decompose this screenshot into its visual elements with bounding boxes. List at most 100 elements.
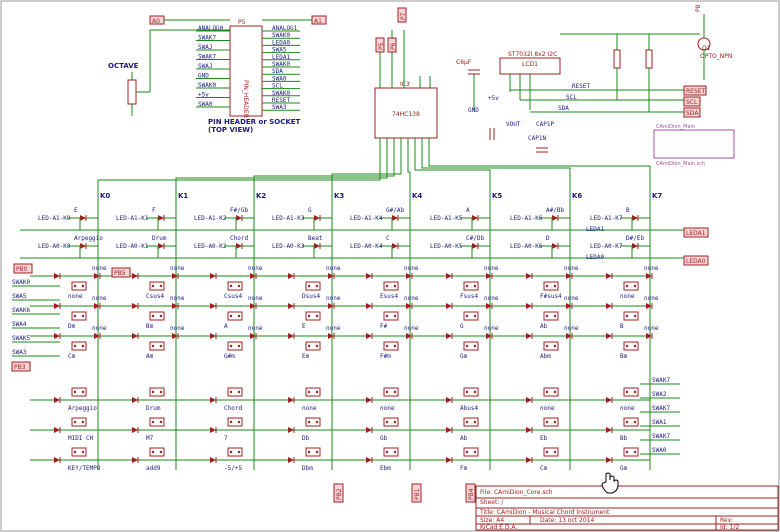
p5-right-pin-label: SWA3 — [272, 104, 287, 111]
port-pb5[interactable]: PB5 — [111, 267, 131, 278]
switch-cell: F#none — [366, 295, 419, 330]
sub-sheet-main[interactable]: CAmiDion_Main CAmiDion_Main.sch — [653, 124, 735, 167]
diode — [526, 397, 532, 403]
switch-contact — [81, 344, 85, 348]
switch-contact — [315, 284, 319, 288]
cap-vout: VOUT CAP1P CAP1N — [489, 121, 554, 153]
switch-contact — [393, 344, 397, 348]
port-leda0[interactable]: LEDA0 — [683, 255, 709, 266]
port-a1[interactable]: A1 — [311, 15, 327, 25]
diode — [606, 457, 612, 463]
switch-contact — [633, 420, 637, 424]
led-cell: LED-A0-K5C#/Db — [430, 235, 490, 258]
switch-contact — [151, 344, 155, 348]
svg-text:IC3: IC3 — [400, 81, 410, 88]
port-pb4[interactable]: PB4 — [465, 483, 476, 503]
port-a0[interactable]: A0 — [149, 15, 165, 25]
row-label: SWAK6 — [12, 307, 30, 314]
column-label: K3 — [334, 192, 344, 200]
switch-label: Csus4 — [224, 293, 242, 300]
port-pb2[interactable]: PB2 — [333, 483, 344, 503]
switch-cell: none — [606, 387, 639, 412]
diode — [54, 427, 60, 433]
diode — [552, 243, 558, 249]
led-cell: LED-A1-K1F — [116, 207, 176, 230]
p5-right-pin-label: SWAK0 — [272, 61, 290, 68]
switch-label: F#m — [380, 353, 391, 360]
switch-contact — [465, 450, 469, 454]
column-label: K6 — [572, 192, 582, 200]
svg-text:SCL: SCL — [686, 99, 698, 106]
switch-contact — [385, 390, 389, 394]
switch-contact — [473, 344, 477, 348]
port-p7[interactable]: P7 — [397, 7, 407, 23]
svg-text:OPTO_NPN: OPTO_NPN — [700, 53, 732, 60]
switch-contact — [465, 314, 469, 318]
switch-label: Fm — [460, 465, 468, 472]
switch-label: Dm — [68, 323, 76, 330]
led-cell: LED-A1-K5A — [430, 207, 490, 230]
port-sda[interactable]: SDA — [683, 107, 701, 118]
switch-contact — [151, 390, 155, 394]
switch-contact — [159, 450, 163, 454]
switch — [71, 447, 87, 457]
svg-text:Q1: Q1 — [702, 45, 711, 52]
switch — [227, 417, 243, 427]
diode — [94, 303, 100, 309]
switch-contact — [465, 344, 469, 348]
switch-none: none — [644, 295, 659, 302]
diode — [526, 333, 532, 339]
switch-label: Cm — [540, 465, 548, 472]
port-reset[interactable]: RESET — [683, 85, 707, 96]
diode — [210, 333, 216, 339]
port-pb0[interactable]: PB0 — [13, 263, 33, 274]
switch-cell: Arpeggio — [54, 387, 97, 412]
switch — [383, 281, 399, 291]
switch-none: none — [170, 265, 185, 272]
switch — [71, 281, 87, 291]
column-label: K0 — [100, 192, 110, 200]
switch-none: none — [326, 295, 341, 302]
svg-text:ST7032I 8x2 I2C: ST7032I 8x2 I2C — [508, 51, 557, 58]
switch-label: Bm — [620, 353, 628, 360]
led-label: LED-A1-K4 — [350, 215, 383, 222]
switch-contact — [625, 450, 629, 454]
switch-cell: Ab — [446, 417, 479, 442]
diode — [566, 273, 572, 279]
switch-contact — [553, 450, 557, 454]
led-note: F — [152, 207, 156, 214]
diode — [366, 397, 372, 403]
svg-text:OCTAVE: OCTAVE — [108, 62, 139, 70]
port-p6[interactable]: P6 — [387, 37, 397, 53]
diode — [288, 397, 294, 403]
diode — [406, 303, 412, 309]
svg-text:SDA: SDA — [686, 110, 699, 117]
switch-contact — [625, 344, 629, 348]
port-p5[interactable]: P5 — [375, 37, 385, 53]
port-scl[interactable]: SCL — [683, 96, 701, 107]
switch — [623, 311, 639, 321]
switch-none: none — [92, 265, 107, 272]
switch-contact — [315, 390, 319, 394]
svg-text:LEDA1: LEDA1 — [686, 230, 706, 237]
diode — [328, 273, 334, 279]
svg-text:PB1: PB1 — [414, 488, 421, 500]
port-pb1[interactable]: PB1 — [411, 483, 422, 503]
diode — [132, 273, 138, 279]
switch — [623, 281, 639, 291]
switch-none: none — [404, 325, 419, 332]
port-pb3[interactable]: PB3 — [11, 361, 31, 372]
switch-cell: F#m none — [366, 325, 419, 360]
switch-cell: 7 — [210, 417, 243, 442]
switch-cell: Gb — [366, 417, 399, 442]
port-leda1[interactable]: LEDA1 — [683, 227, 709, 238]
switch — [543, 417, 559, 427]
switch-label: add9 — [146, 465, 161, 472]
switch-contact — [545, 284, 549, 288]
